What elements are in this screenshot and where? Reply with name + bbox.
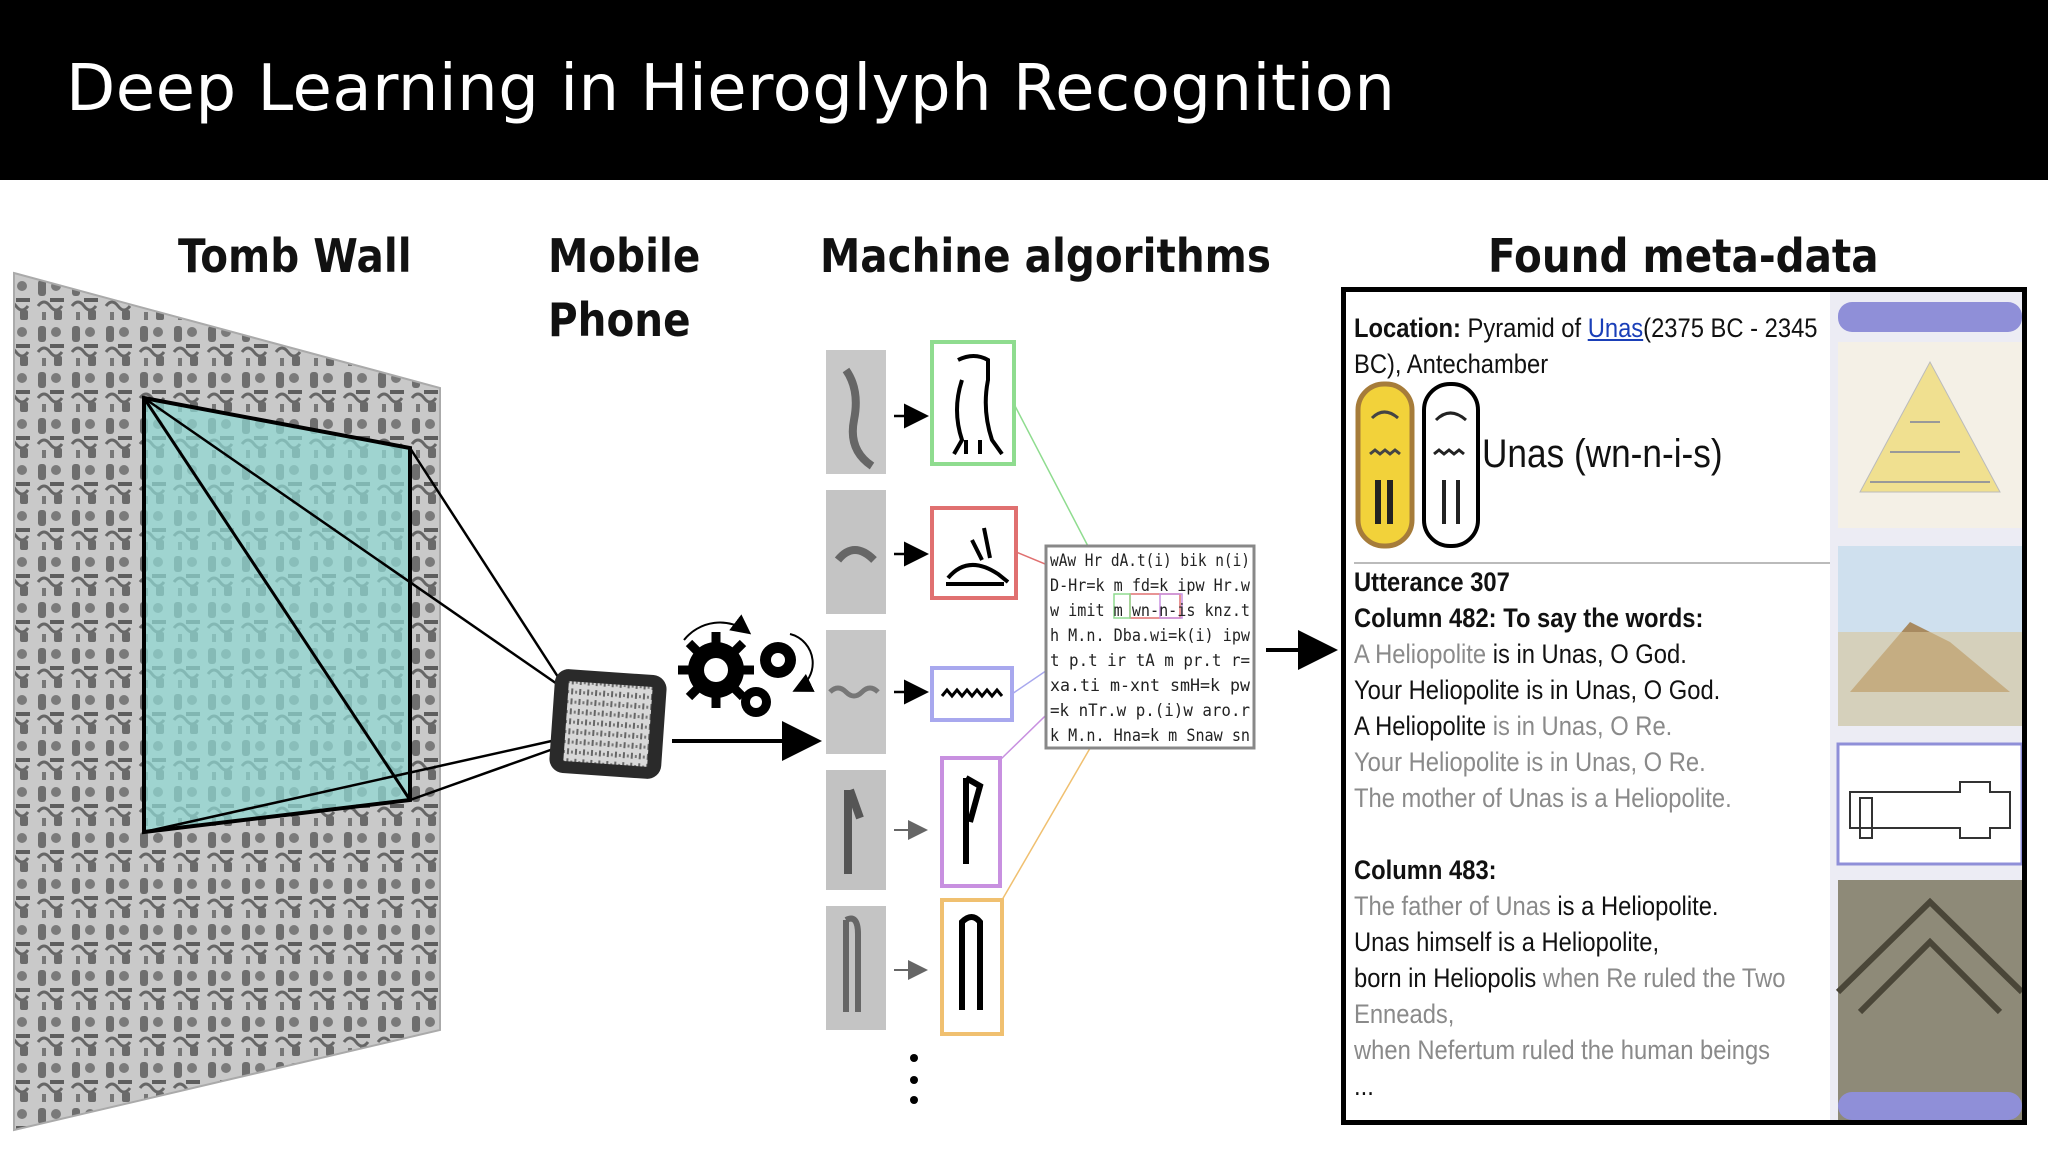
column-483-line: Enneads,	[1354, 999, 1455, 1029]
hare-glyph-icon	[946, 527, 1010, 586]
ellipsis-dot	[910, 1096, 918, 1104]
crop-arrows	[894, 403, 929, 980]
cartouche-name: Unas (wn-n-i-s)	[1482, 432, 1723, 476]
transliteration-line: k M.n. Hna=k m Snaw sn	[1050, 726, 1250, 746]
column-482-line: A Heliopolite is in Unas, O God.	[1354, 639, 1687, 669]
heading-found-metadata: Found meta-data	[1488, 229, 1879, 283]
projection-lines	[143, 396, 562, 834]
metadata-text: Location: Pyramid of Unas(2375 BC - 2345…	[1354, 310, 1818, 382]
column-482-line: Your Heliopolite is in Unas, O Re.	[1354, 747, 1706, 777]
scroll-top-bar[interactable]	[1838, 302, 2022, 332]
tomb-wall	[13, 271, 441, 1132]
metadata-panel: Location: Pyramid of Unas(2375 BC - 2345…	[1341, 287, 2027, 1125]
divider	[1354, 562, 1834, 564]
cloth-glyph-box	[940, 898, 1004, 1036]
mobile-phone	[549, 669, 667, 779]
ellipsis-dot	[910, 1054, 918, 1062]
pipeline-diagram: wAw Hr dA.t(i) bik n(i) D-Hr=k m fd=k ipw…	[13, 271, 1338, 1132]
selection-region	[142, 395, 412, 835]
transliteration-panel: wAw Hr dA.t(i) bik n(i) D-Hr=k m fd=k ipw…	[1044, 544, 1256, 750]
column-482-line: A Heliopolite is in Unas, O Re.	[1354, 711, 1673, 741]
column-483-line: Unas himself is a Heliopolite,	[1354, 927, 1660, 957]
title-bar: Deep Learning in Hieroglyph Recognition	[0, 0, 2048, 180]
heading-mobile-line1: Mobile	[548, 229, 701, 283]
utterance-label: Utterance 307	[1354, 567, 1510, 597]
column-483-line: born in Heliopolis when Re ruled the Two	[1354, 963, 1786, 993]
column-482-line: Your Heliopolite is in Unas, O God.	[1354, 675, 1721, 705]
utterance-text: Utterance 307 Column 482: To say the wor…	[1354, 564, 1786, 1104]
owl-glyph-box	[930, 340, 1016, 466]
column-483-line: The father of Unas is a Heliopolite.	[1354, 891, 1719, 921]
column-483-line: when Nefertum ruled the human beings	[1354, 1035, 1771, 1065]
glyph-crops	[826, 350, 886, 1030]
detected-glyphs	[910, 340, 1018, 1104]
water-glyph-icon	[940, 687, 1004, 699]
heading-machine-algorithms: Machine algorithms	[820, 229, 1271, 283]
heading-mobile-line2: Phone	[548, 293, 691, 347]
slide-title: Deep Learning in Hieroglyph Recognition	[66, 52, 1396, 126]
heading-tomb-wall: Tomb Wall	[178, 229, 412, 283]
chamber-photo-thumbnail	[1838, 880, 2022, 1120]
column-482-line: The mother of Unas is a Heliopolite.	[1354, 783, 1732, 813]
floor-plan-thumbnail	[1836, 742, 2022, 866]
location-line2: BC), Antechamber	[1354, 349, 1549, 379]
column-483-label: Column 483:	[1354, 855, 1497, 885]
gears-icon	[678, 614, 815, 717]
cloth-glyph-icon	[959, 914, 983, 1010]
transliteration-line: wAw Hr dA.t(i) bik n(i)	[1050, 551, 1250, 571]
column-482-label: Column 482	[1354, 603, 1489, 633]
column-482-intro: : To say the words:	[1488, 603, 1704, 633]
transliteration-line: xa.ti m-xnt smH=k pw	[1050, 676, 1251, 696]
transliteration-line: =k nTr.w p.(i)w aro.r	[1050, 701, 1250, 721]
scroll-bottom-bar[interactable]	[1838, 1092, 2022, 1120]
transliteration-line: w imit m wn-n-is knz.t	[1050, 601, 1250, 621]
transliteration-line: h M.n. Dba.wi=k(i) ipw	[1050, 626, 1251, 646]
transliteration-line: D-Hr=k m fd=k ipw Hr.w	[1050, 576, 1251, 596]
cartouche-icon	[1355, 381, 1480, 549]
location-dates: (2375 BC - 2345	[1643, 313, 1818, 343]
reed-glyph-icon	[963, 775, 984, 864]
location-label: Location:	[1354, 313, 1461, 343]
unas-link[interactable]: Unas	[1587, 313, 1644, 343]
transliteration-line: t p.t ir tA m pr.t r=	[1050, 651, 1250, 671]
column-483-line: ...	[1354, 1071, 1374, 1101]
location-text: Pyramid of	[1467, 313, 1582, 343]
owl-glyph-icon	[952, 354, 1004, 456]
thumbnail-strip	[1830, 292, 2022, 1120]
ellipsis-dot	[910, 1076, 918, 1084]
